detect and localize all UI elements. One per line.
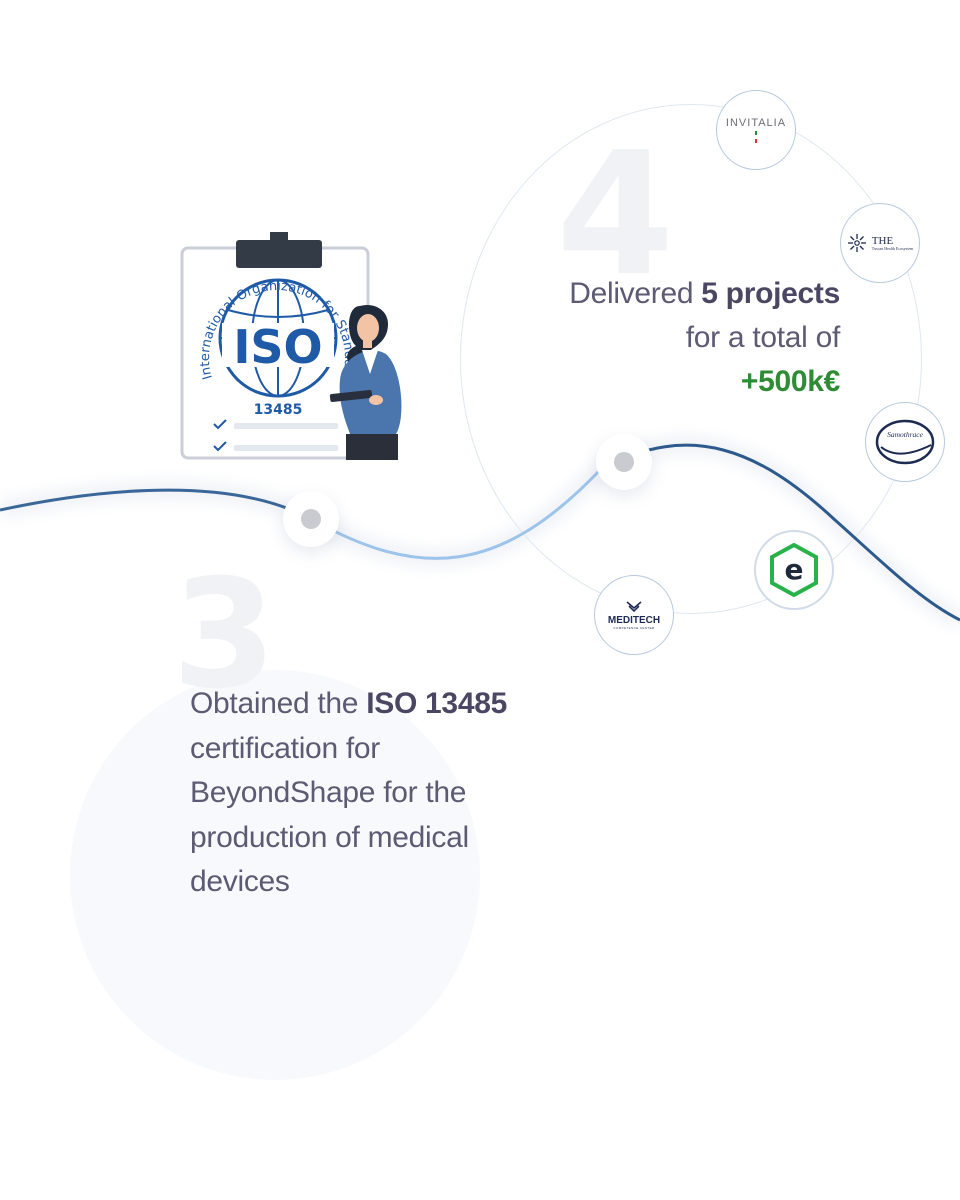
the-logo-title: THE	[871, 234, 894, 247]
milestone-3-certification: certification for BeyondShape for the pr…	[190, 731, 469, 899]
arrows-star-icon	[847, 234, 866, 252]
milestone-4-line-2: for a total of	[685, 321, 841, 354]
iso-clipboard-illustration: ISO International Organization for Stand…	[170, 228, 402, 460]
the-logo: THE Tuscan Health Ecosystem	[840, 203, 920, 283]
milestone-3-iso: ISO 13485	[366, 687, 507, 720]
samothrace-logo-text: Samothrace	[887, 430, 923, 439]
milestone-4-amount: +500k€	[740, 365, 840, 398]
milestone-3-text: Obtained the ISO 13485 certification for…	[190, 682, 530, 905]
meditech-logo-name: MEDITECH	[607, 614, 661, 626]
milestone-4-projects: 5 projects	[701, 277, 840, 310]
the-logo-subtitle: Tuscan Health Ecosystem	[871, 245, 914, 251]
iso-acronym: ISO	[233, 320, 322, 374]
meditech-wing-icon	[626, 600, 642, 612]
milestone-4-line-1: Delivered 5 projects	[569, 272, 840, 316]
milestone-3-obtained: Obtained the	[190, 687, 367, 720]
samothrace-emblem-icon: Samothrace	[875, 419, 935, 465]
timeline-dot-3	[283, 491, 339, 547]
ecosistema-logo-letter: e	[785, 553, 804, 586]
milestone-4-text: Delivered 5 projects for a total of +500…	[569, 272, 840, 404]
background-circle	[70, 670, 480, 1080]
milestone-3-number: 3	[172, 548, 277, 722]
samothrace-logo: Samothrace	[865, 402, 945, 482]
milestone-4-delivered: Delivered	[569, 277, 702, 310]
iso-standard-number: 13485	[254, 402, 303, 418]
partners-orbit	[460, 104, 922, 614]
meditech-logo: MEDITECH COMPETENCE CENTER	[594, 575, 674, 655]
meditech-logo-tagline: COMPETENCE CENTER	[613, 625, 655, 630]
italy-flag-icon	[755, 131, 757, 143]
invitalia-logo: INVITALIA	[716, 90, 796, 170]
ecosistema-logo: e	[754, 530, 834, 610]
invitalia-logo-text: INVITALIA	[725, 117, 787, 129]
timeline-dot-4	[596, 434, 652, 490]
hexagon-e-icon: e	[770, 543, 818, 597]
